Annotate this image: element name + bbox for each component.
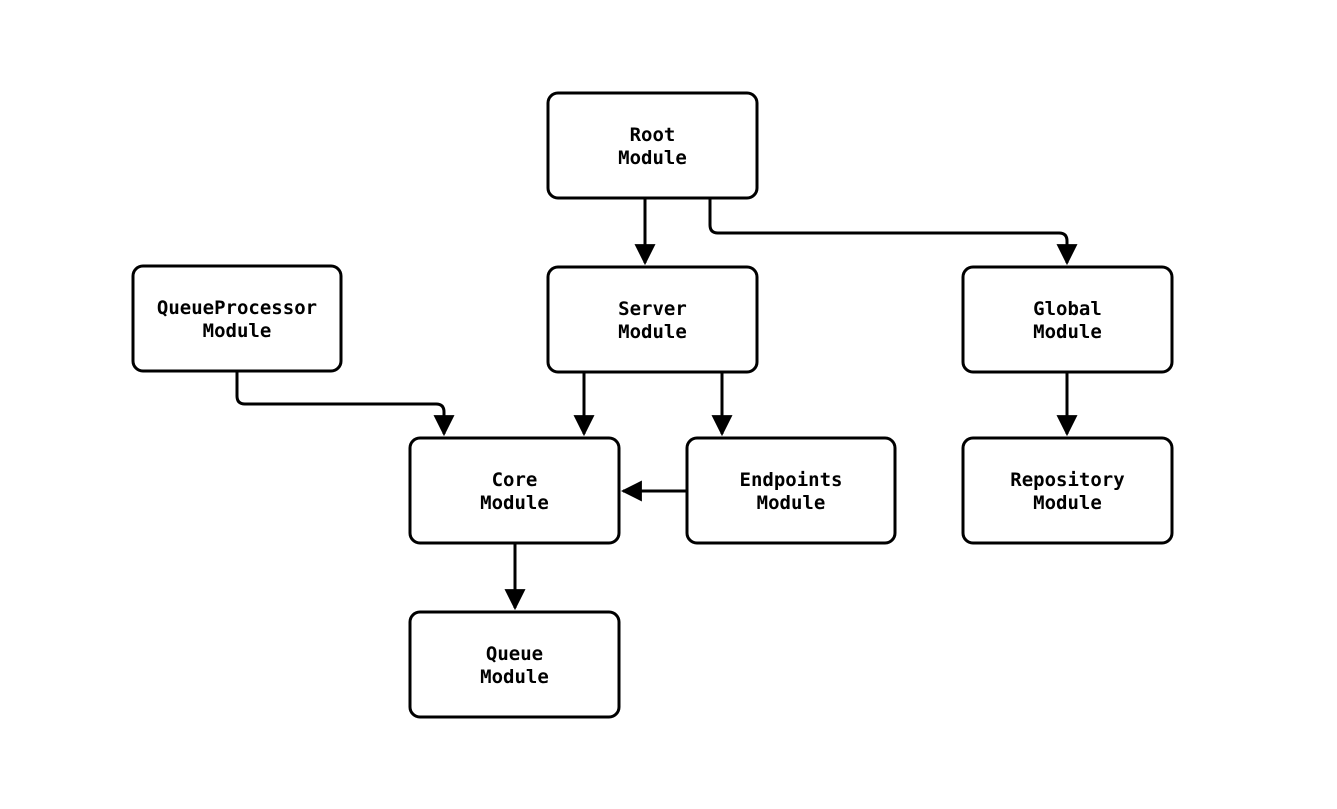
node-core-box [408,436,621,545]
node-queueprocessor-box [131,264,343,373]
node-root-box [546,91,759,200]
edges-layer [235,198,1078,611]
edge-queueprocessor-to-core [235,371,455,437]
node-queue-box [408,610,621,719]
node-endpoints-box [685,436,897,545]
node-server-box [546,265,759,374]
node-global-box [961,265,1174,374]
edge-root-to-global [708,198,1078,266]
node-repository-box [961,436,1174,545]
